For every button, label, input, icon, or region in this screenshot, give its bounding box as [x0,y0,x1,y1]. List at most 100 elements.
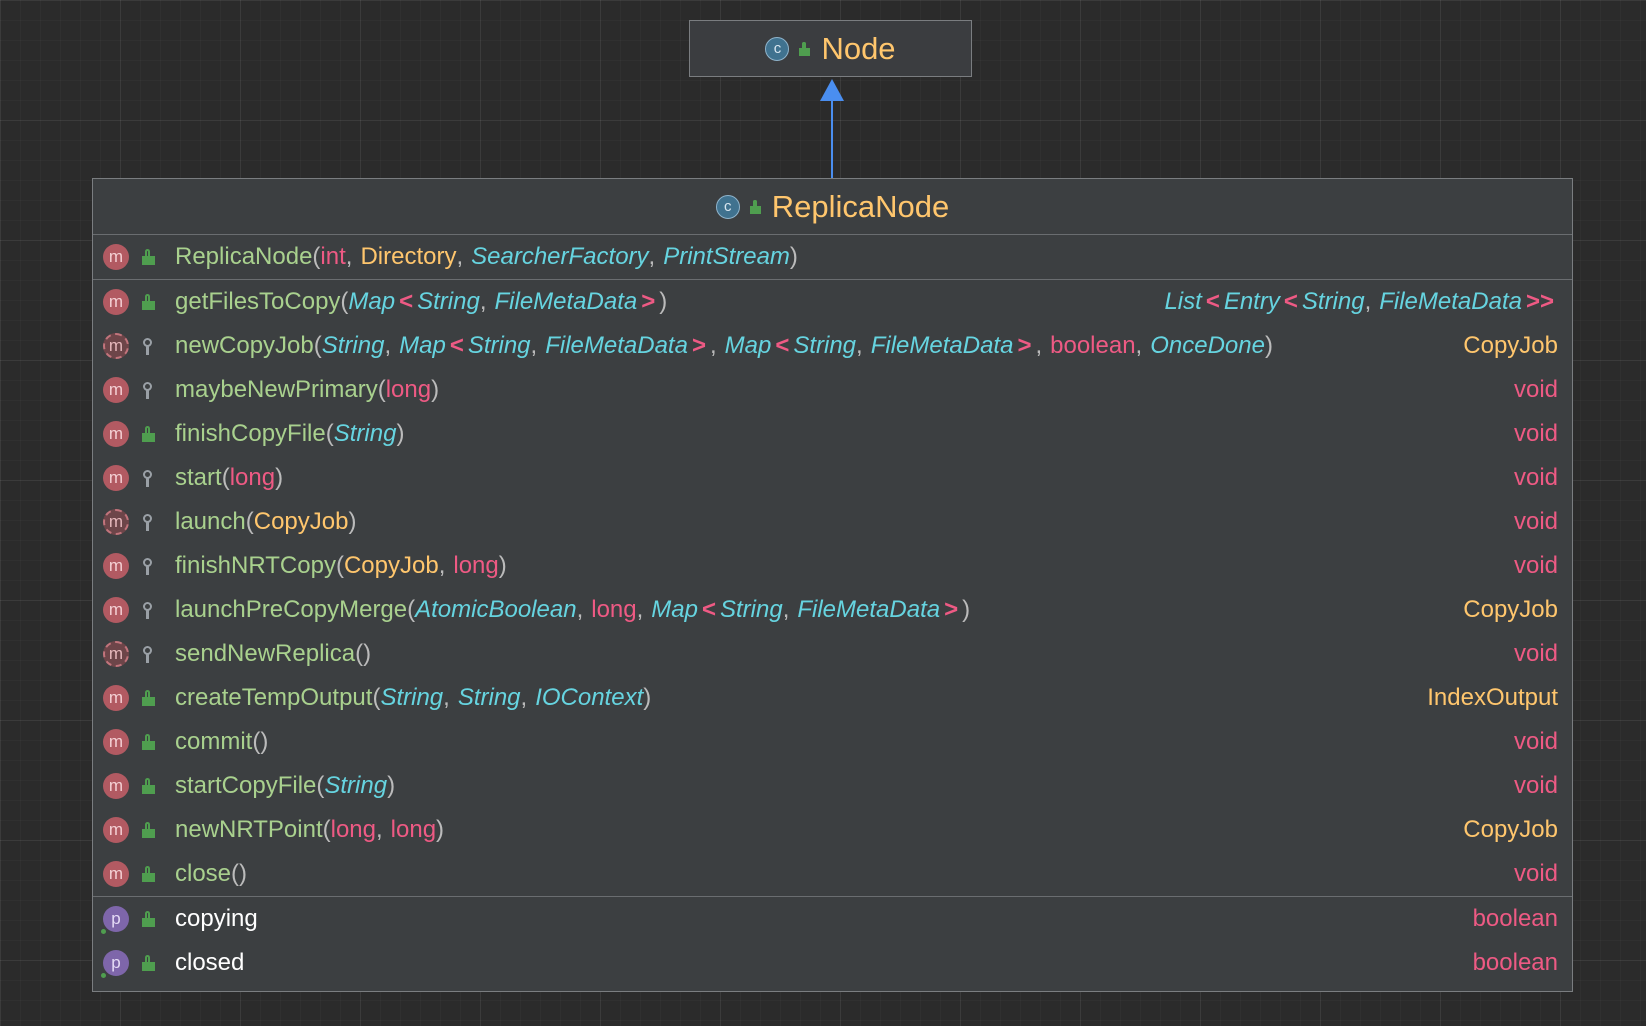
parent-class-name: Node [821,30,896,66]
type-name: long [229,464,276,491]
method-name: newNRTPoint [175,816,323,843]
return-type: CopyJob [1463,816,1558,844]
type-name: AtomicBoolean [415,596,577,623]
type-name: void [1513,376,1558,403]
class-icon: c [715,194,740,219]
method-signature: (Map<String,FileMetaData>) [340,288,668,315]
parent-class-node[interactable]: c Node [689,20,972,77]
inheritance-arrow-head [820,79,844,101]
return-type: boolean [1473,949,1558,977]
type-name: String [1301,288,1365,315]
return-type: void [1514,728,1558,756]
type-name: void [1513,728,1558,755]
type-name: Map [348,288,396,315]
type-name: CopyJob [343,552,439,579]
type-name: CopyJob [253,508,349,535]
abstract-method-icon: m [103,509,129,535]
return-type: void [1514,420,1558,448]
type-name: long [591,596,637,623]
type-name: boolean [1472,905,1558,932]
method-icon: m [103,377,129,403]
method-signature: (String,String,IOContext) [372,684,652,711]
separator: , [479,288,487,315]
type-name: long [330,816,376,843]
return-type: boolean [1473,905,1558,933]
public-visibility-icon [139,777,157,795]
public-visibility-icon [139,733,157,751]
type-name: void [1513,420,1558,447]
package-visibility-icon [139,513,157,531]
type-name: boolean [1050,332,1136,359]
return-type: IndexOutput [1427,684,1558,712]
method-name: newCopyJob [175,332,314,359]
separator: , [782,596,790,623]
method-signature: (long) [377,376,440,403]
method-icon: m [103,729,129,755]
method-signature: (int,Directory,SearcherFactory,PrintStre… [312,243,798,270]
abstract-method-icon: m [103,333,129,359]
generic-bracket: < [701,596,716,623]
return-type: CopyJob [1463,332,1558,360]
type-name: void [1513,640,1558,667]
method-icon: m [103,817,129,843]
method-row[interactable]: m newNRTPoint(long,long) CopyJob [93,808,1572,852]
method-signature: () [231,860,248,887]
type-name: void [1513,552,1558,579]
public-visibility-icon [748,199,762,214]
generic-bracket: > [691,332,706,359]
method-icon: m [103,861,129,887]
type-name: List [1164,288,1202,315]
type-name: long [453,552,499,579]
type-name: String [380,684,444,711]
method-icon: m [103,773,129,799]
type-name: String [467,332,531,359]
type-name: SearcherFactory [471,243,649,270]
type-name: FileMetaData [545,332,688,359]
type-name: Map [399,332,446,359]
generic-bracket: < [1205,288,1220,315]
package-visibility-icon [139,337,157,355]
type-name: CopyJob [1463,596,1558,623]
class-icon: c [765,36,790,61]
type-name: String [321,332,385,359]
method-icon: m [103,421,129,447]
method-signature: (String) [325,420,405,447]
package-visibility-icon [139,557,157,575]
return-type: void [1514,640,1558,668]
public-visibility-icon [139,954,157,972]
type-name: Map [651,596,698,623]
method-name: start [175,464,222,491]
return-type: void [1514,772,1558,800]
method-signature: (long) [221,464,284,491]
abstract-method-icon: m [103,641,129,667]
type-name: PrintStream [663,243,790,270]
method-name: startCopyFile [175,772,317,799]
package-visibility-icon [139,645,157,663]
method-name: launchPreCopyMerge [175,596,408,623]
generic-bracket: > [1017,332,1032,359]
generic-bracket: < [449,332,464,359]
type-name: IOContext [535,684,644,711]
type-name: String [417,288,480,315]
method-signature: (long,long) [322,816,445,843]
property-name: closed [175,949,245,976]
type-name: Directory [360,243,457,270]
